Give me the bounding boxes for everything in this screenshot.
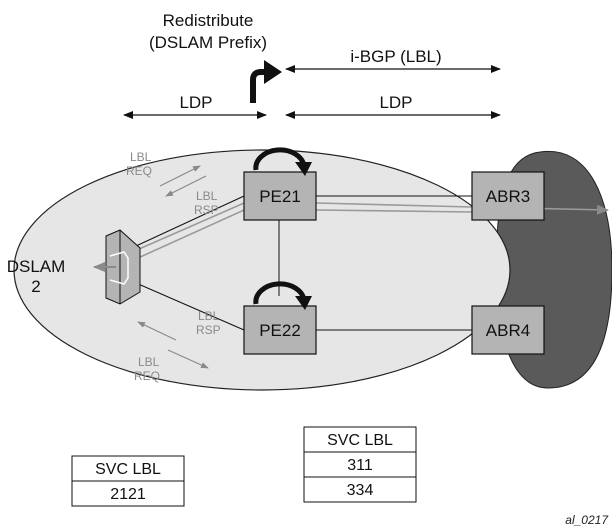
ibgp-label: i-BGP (LBL): [350, 47, 441, 66]
lower-rsp-arrow: [137, 321, 177, 341]
pe21-label: PE21: [259, 187, 301, 206]
pe22-loop-arrow: [253, 281, 307, 305]
table-right-header: SVC LBL: [327, 432, 393, 449]
ldp-right-label: LDP: [379, 93, 412, 112]
abr4-node[interactable]: [471, 305, 545, 355]
table-right-row: 334: [347, 482, 374, 499]
dslam-device[interactable]: [105, 229, 141, 305]
redistribute-sublabel: (DSLAM Prefix): [149, 33, 267, 52]
link-dslam-pe22: [135, 282, 245, 331]
redistribute-arrowhead: [264, 60, 282, 84]
abr4-label: ABR4: [486, 321, 530, 340]
dslam-number: 2: [31, 277, 40, 296]
upper-req-arrow: [159, 165, 201, 187]
upper-rsp-text-1: LBL: [196, 189, 218, 203]
dslam-label: DSLAM: [7, 257, 66, 276]
pe22-loop-arrowhead: [295, 296, 312, 310]
upper-rsp-text-2: RSP: [194, 203, 219, 217]
abr3-node[interactable]: [471, 171, 545, 221]
svc-label-table-left: SVC LBL 2121: [71, 455, 185, 507]
lower-req-arrow: [167, 349, 209, 369]
table-right-row: 311: [347, 457, 373, 474]
pe21-loop-arrow: [253, 147, 307, 171]
lower-req-text-1: LBL: [138, 355, 160, 369]
table-left-row: 2121: [110, 486, 146, 503]
upper-rsp-arrow: [165, 175, 207, 197]
figure-id: al_0217: [565, 513, 609, 527]
link-dslam-pe21: [135, 195, 245, 247]
ldp-left-label: LDP: [179, 93, 212, 112]
upper-req-text-1: LBL: [130, 150, 152, 164]
upper-req-text-2: REQ: [126, 164, 152, 178]
lower-rsp-text-2: RSP: [196, 323, 221, 337]
pe21-loop-arrowhead: [295, 162, 312, 176]
abr3-label: ABR3: [486, 187, 530, 206]
pe22-node[interactable]: [243, 305, 317, 355]
table-left-header: SVC LBL: [95, 461, 161, 478]
pe21-node[interactable]: [243, 171, 317, 221]
svc-label-table-right: SVC LBL 311 334: [303, 426, 417, 503]
redistribute-arrow: [250, 69, 266, 103]
redistribute-label: Redistribute: [163, 11, 254, 30]
lower-req-text-2: REQ: [134, 369, 160, 383]
pe22-label: PE22: [259, 321, 301, 340]
lower-rsp-text-1: LBL: [198, 309, 220, 323]
